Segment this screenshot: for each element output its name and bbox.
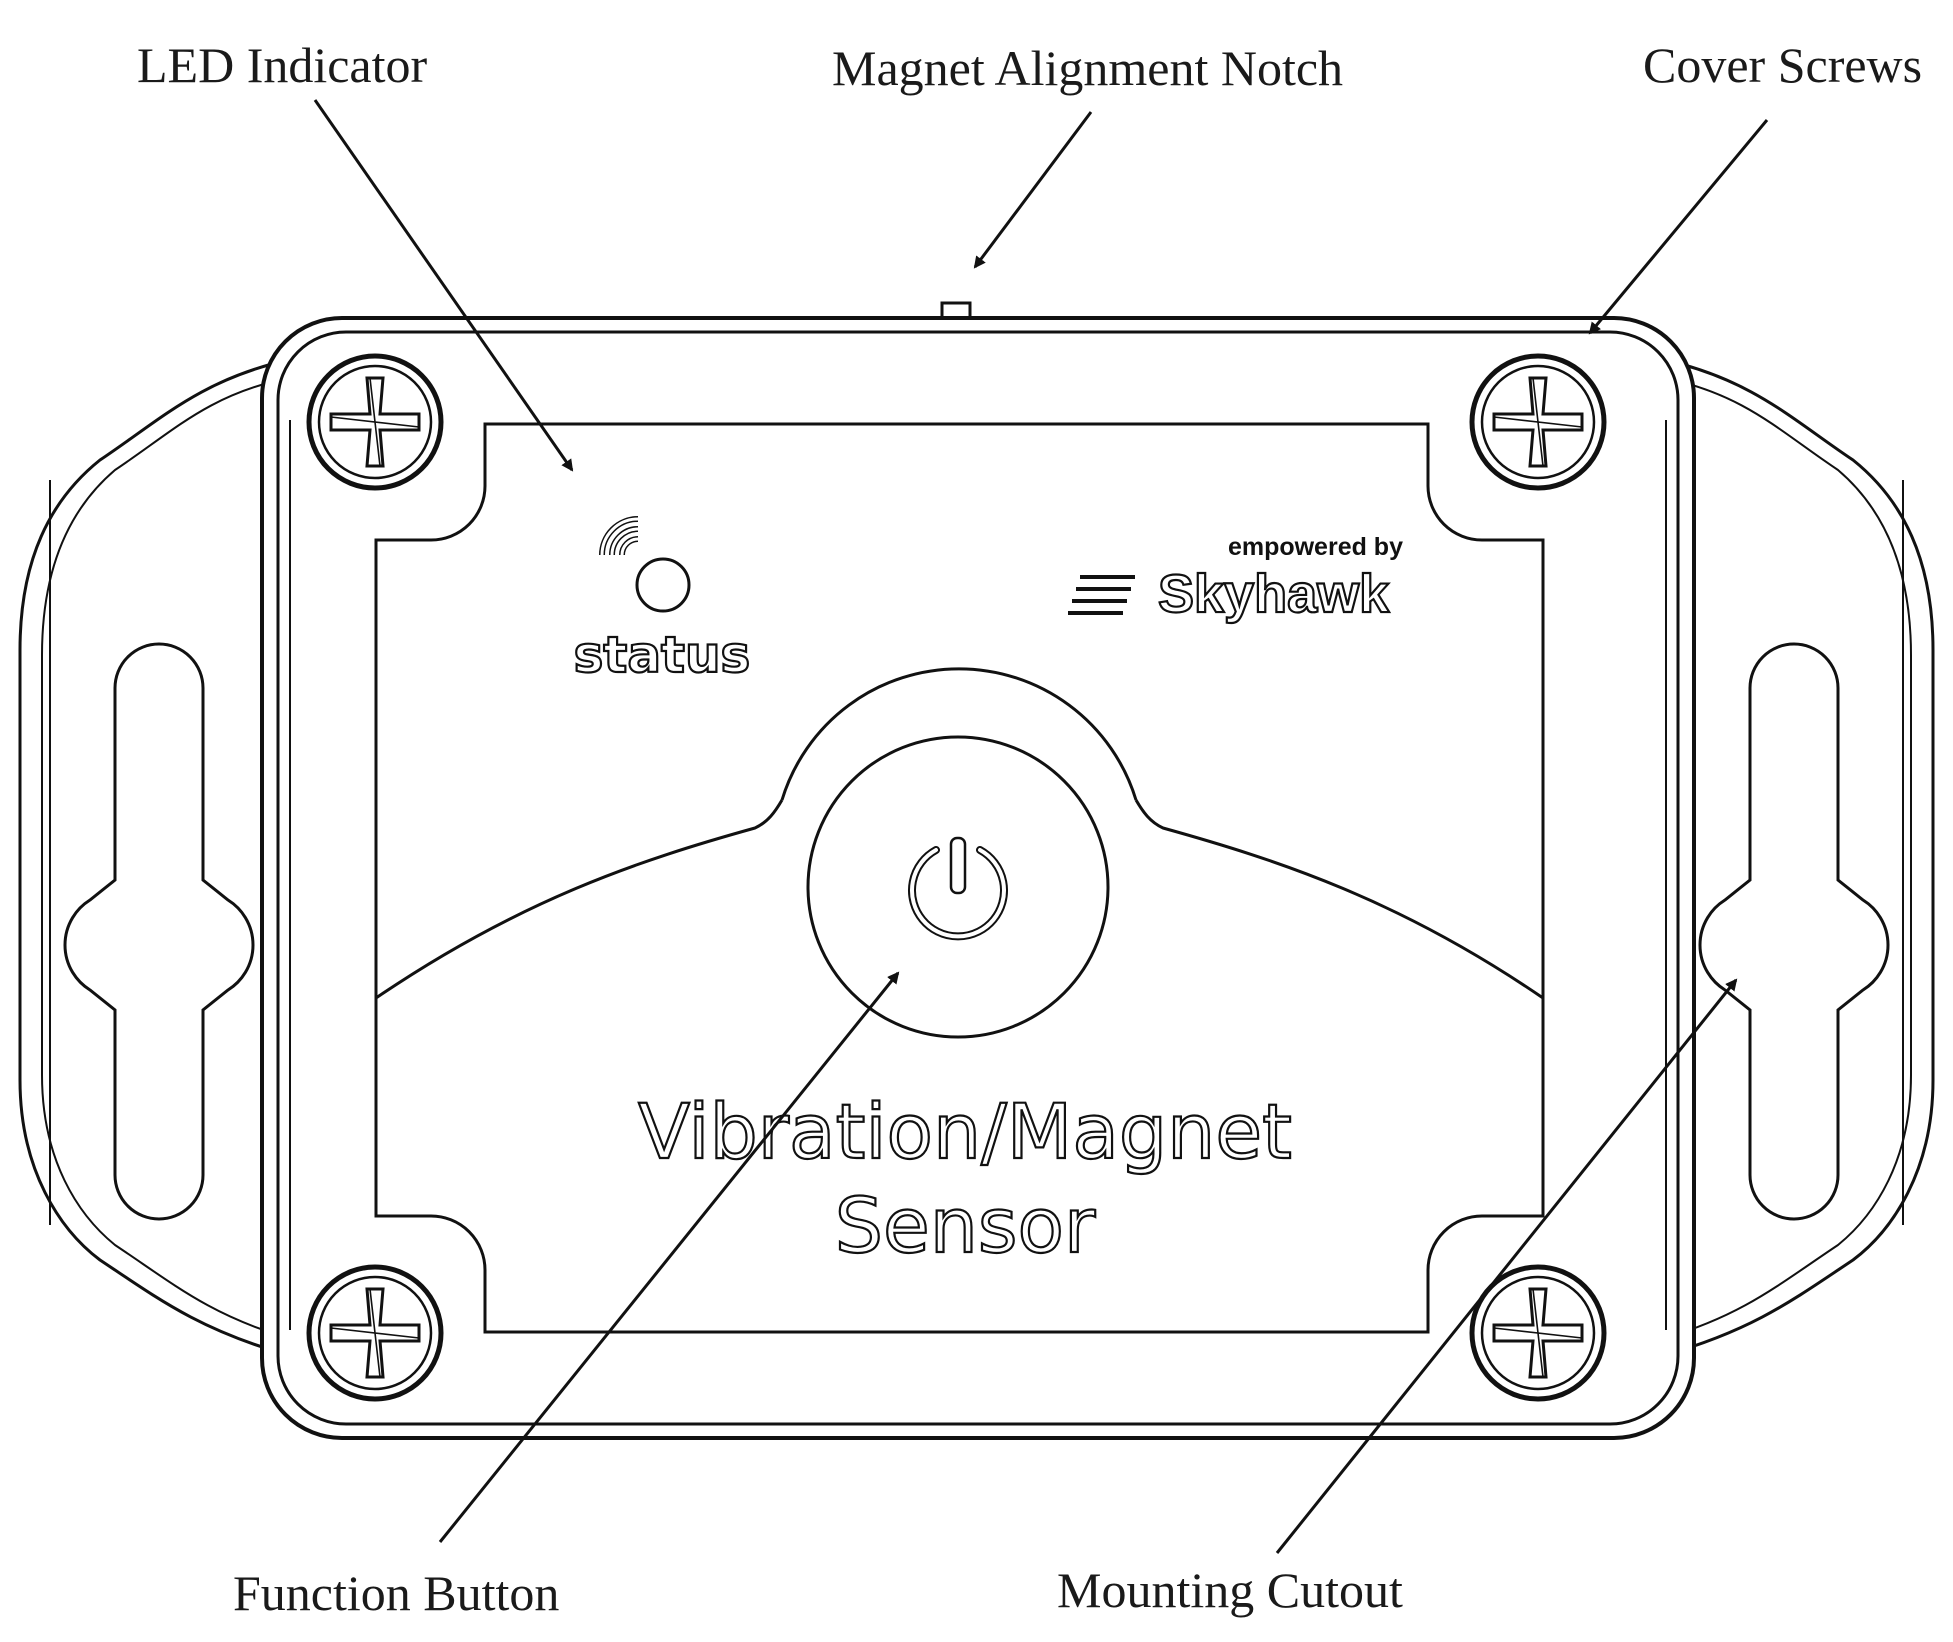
function-button[interactable] [780, 667, 1138, 1039]
status-label: status [574, 626, 751, 684]
mounting-cutout-left [63, 642, 255, 1221]
cover-screw-bottom-left [309, 1267, 441, 1399]
label-panel [374, 422, 1545, 1334]
cover-screw-top-right [1472, 356, 1604, 488]
power-icon [908, 836, 1008, 941]
left-mounting-flange [18, 358, 289, 1357]
brand-tagline: empowered by [1228, 533, 1403, 561]
signal-icon [599, 516, 639, 556]
callout-function-button: Function Button [233, 1565, 559, 1621]
mounting-cutout-right [1698, 642, 1890, 1221]
leader-led-indicator [313, 99, 574, 472]
magnet-alignment-notch [940, 301, 972, 318]
leader-magnet-notch [973, 111, 1093, 269]
skyhawk-logo-icon [1068, 575, 1135, 615]
leader-cover-screws [1588, 119, 1769, 335]
cover-screw-top-left [309, 356, 441, 488]
callout-led-indicator: LED Indicator [137, 37, 428, 93]
product-name-line1: Vibration/Magnet [638, 1087, 1292, 1176]
callout-leaders [313, 99, 1769, 1554]
right-mounting-flange [1664, 358, 1935, 1357]
callout-mounting-cutout: Mounting Cutout [1057, 1562, 1403, 1618]
callout-magnet-alignment-notch: Magnet Alignment Notch [832, 40, 1343, 96]
leader-mounting-cutout [1275, 978, 1738, 1554]
leader-function-button [438, 971, 900, 1543]
product-name-line2: Sensor [835, 1181, 1096, 1270]
brand-logo: empowered by Skyhawk [1068, 533, 1403, 625]
callout-cover-screws: Cover Screws [1643, 37, 1922, 93]
led-indicator [635, 557, 691, 613]
brand-name: Skyhawk [1158, 564, 1390, 624]
